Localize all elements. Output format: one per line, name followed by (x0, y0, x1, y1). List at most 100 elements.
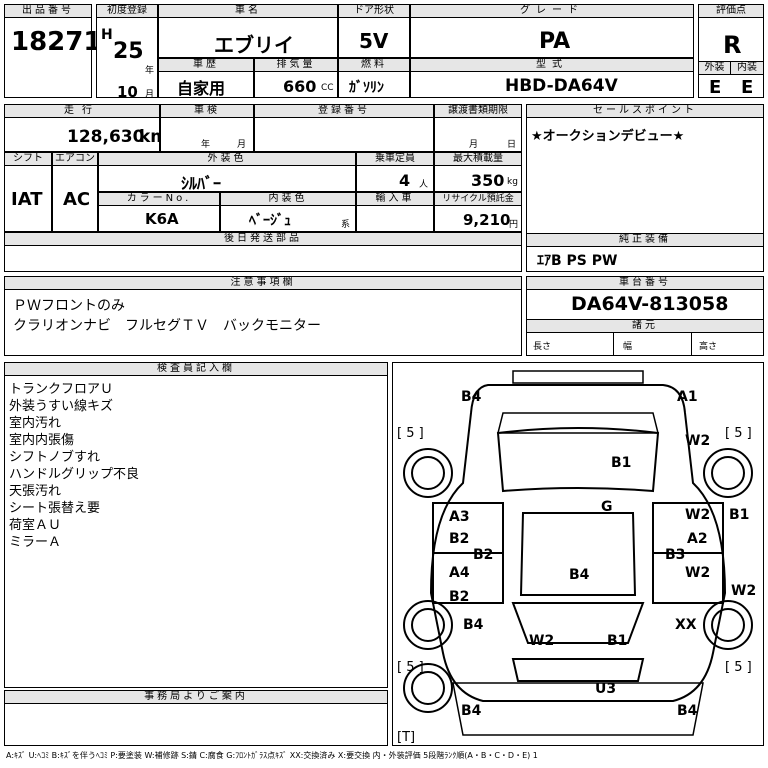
ac-label: エアコン (52, 152, 98, 166)
damage-mark: B4 (569, 567, 590, 583)
fuel-box: 燃料 ｶﾞｿﾘﾝ (338, 58, 410, 98)
length-label: 長さ (533, 342, 552, 352)
damage-mark: B3 (665, 547, 685, 563)
capacity-value: 4 (399, 171, 411, 190)
later-parts-box: 後日発送部品 (4, 232, 522, 272)
capacity-box: 乗車定員 4 人 (356, 152, 434, 192)
first-reg-year: 25 (113, 39, 144, 64)
max-load-box: 最大積載量 350 kg (434, 152, 522, 192)
color-no-box: カラーNo. K6A (98, 192, 220, 232)
office-box: 事務局よりご案内 (4, 690, 388, 746)
damage-mark: B4 (463, 617, 484, 633)
capacity-unit: 人 (419, 180, 429, 190)
capacity-label: 乗車定員 (356, 152, 434, 166)
damage-mark: U3 (595, 681, 616, 697)
damage-mark: B1 (607, 633, 627, 649)
damage-mark: B1 (611, 455, 631, 471)
inspector-label: 検査員記入欄 (4, 362, 388, 376)
car-name-label: 車名 (158, 4, 338, 18)
damage-mark: W2 (685, 433, 710, 449)
exterior-label: 外装 (698, 61, 731, 75)
damage-diagram: B4 A1 W2 B1 G A3 B2 B2 W2 B1 A2 B3 W2 A4… (392, 362, 764, 746)
int-color-label: 内装色 (220, 192, 356, 206)
displacement-unit: CC (321, 83, 334, 93)
width-label: 幅 (623, 342, 633, 352)
fuel-label: 燃料 (338, 58, 410, 72)
ac-value: AC (63, 189, 91, 210)
inspector-line-1: トランクフロアＵ (9, 382, 114, 397)
first-reg-month: 10 (117, 83, 138, 101)
equipment-label: 純正装備 (526, 233, 764, 247)
ac-box: エアコン AC (52, 152, 98, 232)
chassis-box: 車台番号 DA64V-813058 諸元 長さ 幅 高さ (526, 276, 764, 356)
damage-mark: W2 (685, 507, 710, 523)
door-box: ドア形状 5V (338, 4, 410, 58)
damage-mark: W2 (685, 565, 710, 581)
grade-value: PA (539, 29, 571, 54)
car-name: エブリイ (214, 33, 294, 57)
reg-no-label: 登録番号 (254, 104, 434, 118)
lot-number: 18271 (11, 27, 102, 57)
inspector-line-9: 荷室ＡＵ (9, 518, 62, 533)
import-box: 輸入車 (356, 192, 434, 232)
history-label: 車歴 (158, 58, 254, 72)
import-label: 輸入車 (356, 192, 434, 206)
damage-mark: A2 (687, 531, 708, 547)
damage-mark: W2 (731, 583, 756, 599)
int-color-unit: 系 (341, 220, 351, 230)
inspector-box: 検査員記入欄 トランクフロアＵ 外装うすい線キズ 室内汚れ 室内内張傷 シフトノ… (4, 362, 388, 688)
equipment-value: ｴｱB PS PW (537, 253, 618, 269)
damage-mark: A3 (449, 509, 470, 525)
height-label: 高さ (699, 342, 718, 352)
ext-color-value: ｼﾙﾊﾞｰ (181, 174, 222, 193)
doc-day-unit: 日 (507, 140, 517, 150)
score-value: R (723, 31, 742, 59)
notes-label: 注意事項欄 (4, 276, 522, 290)
inspection-month-unit: 月 (237, 140, 247, 150)
reg-no-box: 登録番号 (254, 104, 434, 152)
lot-box: 出品番号 18271 (4, 4, 101, 98)
int-color-box: 内装色 ﾍﾞｰｼﾞｭ 系 (220, 192, 356, 232)
color-no-label: カラーNo. (98, 192, 220, 206)
fuel-value: ｶﾞｿﾘﾝ (349, 80, 384, 96)
int-color-value: ﾍﾞｰｼﾞｭ (249, 213, 291, 229)
car-outline: B4 A1 W2 B1 G A3 B2 B2 W2 B1 A2 B3 W2 A4… (397, 370, 756, 745)
inspector-line-3: 室内汚れ (9, 416, 62, 431)
history-value: 自家用 (177, 79, 226, 98)
mileage-value: 128,630 (67, 127, 145, 147)
later-parts-label: 後日発送部品 (4, 232, 522, 246)
inspection-label: 車検 (160, 104, 254, 118)
model-box: 型式 HBD-DA64V (410, 58, 694, 98)
sales-point-label: セールスポイント (526, 104, 764, 118)
shift-box: シフト IAT (4, 152, 52, 232)
model-label: 型式 (410, 58, 694, 72)
notes-line-2: クラリオンナビ フルセグＴＶ バックモニター (13, 318, 321, 334)
mileage-label: 走行 (4, 104, 160, 118)
damage-mark: G (601, 499, 613, 515)
inspector-line-6: ハンドルグリップ不良 (9, 467, 140, 482)
tire-label: [ 5 ] (397, 660, 424, 675)
score-box: 評価点 R 外装 内装 E E (698, 4, 764, 98)
inspector-line-4: 室内内張傷 (9, 433, 75, 448)
displacement-box: 排気量 660 CC (254, 58, 338, 98)
chassis-number: DA64V-813058 (571, 293, 729, 315)
first-reg-box: 初度登録 H 25 年 10 月 (96, 4, 158, 101)
damage-mark: XX (675, 617, 697, 633)
damage-mark: A4 (449, 565, 470, 581)
inspector-line-8: シート張替え要 (9, 501, 101, 516)
chassis-label: 車台番号 (526, 276, 764, 290)
damage-mark: W2 (529, 633, 554, 649)
damage-mark: B2 (449, 589, 469, 605)
damage-mark: B4 (461, 703, 482, 719)
doc-deadline-label: 譲渡書類期限 (434, 104, 522, 118)
inspector-line-2: 外装うすい線キズ (9, 399, 114, 414)
mileage-box: 走行 128,630 km (4, 104, 168, 152)
ext-color-label: 外装色 (98, 152, 356, 166)
tire-label: [T] (397, 730, 415, 745)
damage-mark: B2 (473, 547, 493, 563)
displacement-label: 排気量 (254, 58, 338, 72)
recycle-value: 9,210 (463, 211, 511, 229)
grade-box: グレード PA (410, 4, 694, 58)
max-load-value: 350 (471, 171, 505, 190)
first-reg-label: 初度登録 (96, 4, 158, 18)
